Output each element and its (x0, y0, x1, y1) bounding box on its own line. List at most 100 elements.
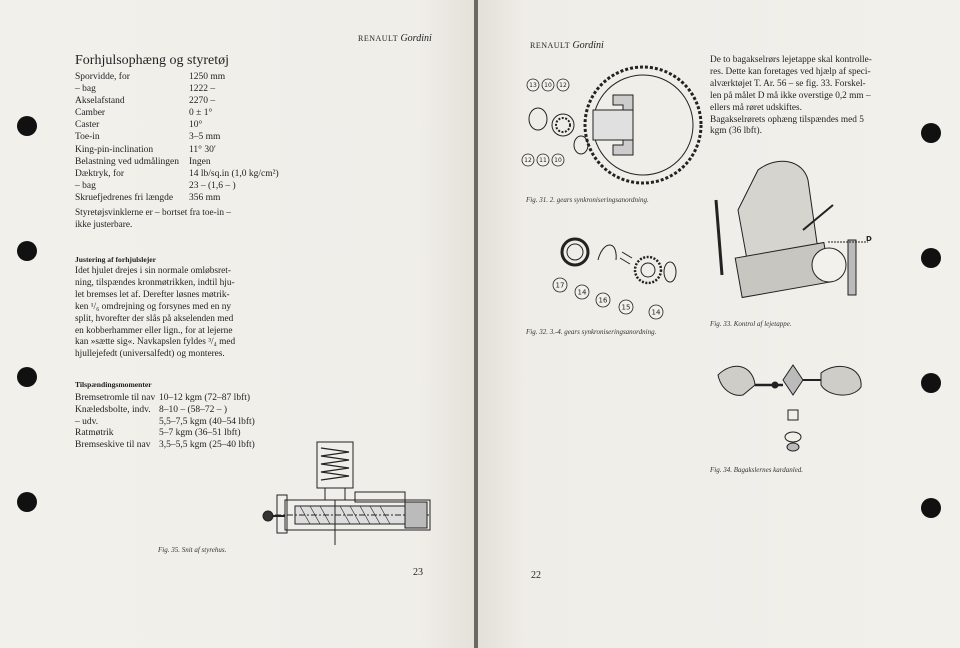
section-heading-torque: Tilspændingsmomenter (75, 380, 152, 389)
torque-value: 5,5–7,5 kgm (40–54 lbft) (159, 416, 255, 427)
binder-hole (921, 373, 941, 393)
fig32-label: 14 (652, 309, 661, 317)
bearing-check-text: De to bagakselrørs lejetappe skal kontro… (710, 55, 872, 138)
torque-label: – udv. (75, 416, 99, 427)
binder-hole (921, 123, 941, 143)
text-line: Bagakselrørets ophæng tilspændes med 5 (710, 114, 864, 125)
spec-label: Dæktryk, for (75, 168, 125, 179)
binder-hole (17, 492, 37, 512)
torque-label: Ratmøtrik (75, 428, 114, 439)
text-line: hjullejefedt (universalfedt) og monteres… (75, 349, 225, 360)
fig32-label: 14 (578, 289, 587, 297)
text-line: Idet hjulet drejes i sin normale omløbsr… (75, 266, 231, 276)
left-page: RENAULT Gordini Forhjulsophæng og styret… (0, 0, 475, 648)
running-head: RENAULT Gordini (530, 40, 604, 51)
fig31-caption: Fig. 31. 2. gears synkroniseringsanordni… (526, 196, 649, 204)
text-line: ning, tilspændes kronmøtrikken, indtil h… (75, 277, 235, 288)
fig32-synchronizer-drawing: 17 14 16 15 14 (552, 237, 677, 320)
text-line: let bremses let af. Derefter løsnes møtr… (75, 289, 230, 300)
fig33-bearing-check-drawing: D (714, 160, 872, 299)
right-page: RENAULT Gordini De to bagakselrørs lejet… (478, 0, 960, 648)
fig31-synchronizer-drawing: 13 10 12 12 11 10 (521, 65, 703, 185)
torque-label: Bremsetromle til nav (75, 393, 156, 403)
torque-value: 8–10 – (58–72 – ) (159, 404, 228, 415)
note-line: ikke justerbare. (75, 219, 133, 230)
spec-row: – bag 23 – (1,6 – ) (75, 180, 279, 192)
page-number: 22 (531, 570, 541, 581)
text-line: en kobberhammer eller lign., for at leje… (75, 325, 233, 336)
text-line: kgm (36 lbft). (710, 126, 762, 137)
fig32-label: 15 (622, 304, 631, 312)
running-head-model: Gordini (572, 40, 604, 51)
spec-label: Sporvidde, for (75, 72, 130, 82)
spec-value: 356 mm (189, 192, 221, 203)
spec-row: Dæktryk, for 14 lb/sq.in (1,0 kg/cm²) (75, 168, 279, 180)
spec-value: 2270 – (189, 96, 216, 107)
spec-label: Camber (75, 108, 106, 119)
fig32-label: 17 (556, 282, 565, 290)
binder-hole (17, 367, 37, 387)
fig34-caption: Fig. 34. Bagakslernes kardanled. (710, 466, 804, 474)
text-line: res. Dette kan foretages ved hjælp af sp… (710, 66, 871, 77)
spec-value: 10° (189, 120, 203, 131)
fig31-label: 12 (524, 157, 532, 164)
running-head: RENAULT Gordini (358, 33, 432, 44)
fig31-label: 10 (554, 157, 562, 164)
bearing-adjustment-text: Idet hjulet drejes i sin normale omløbsr… (75, 266, 235, 361)
spec-value: 0 ± 1° (189, 108, 213, 119)
text-line: len på målet D må ikke overstige 0,2 mm … (710, 90, 871, 101)
fig35-steering-box-drawing (262, 441, 431, 545)
torque-value: 10–12 kgm (72–87 lbft) (159, 393, 251, 403)
spec-label: Toe-in (75, 132, 100, 143)
fig33-label-d: D (866, 235, 872, 243)
fig31-label: 12 (559, 82, 567, 89)
running-head-model: Gordini (400, 33, 432, 44)
section-heading-bearing-adjustment: Justering af forhjulslejer (75, 255, 156, 264)
spec-row: Belastning ved udmålingen Ingen (75, 156, 279, 168)
fig31-label: 11 (539, 157, 547, 164)
spec-value: 1250 mm (189, 72, 226, 82)
torque-value: 5–7 kgm (36–51 lbft) (159, 428, 241, 439)
binder-hole (17, 241, 37, 261)
book-gutter (474, 0, 479, 648)
fig34-universal-joint-drawing (717, 364, 862, 452)
spec-row: Camber 0 ± 1° (75, 107, 279, 119)
spec-label: – bag (75, 84, 96, 95)
spec-value: Ingen (189, 156, 211, 167)
spec-value: 3–5 mm (189, 132, 221, 143)
text-line: alværktøjet T. Ar. 56 – se fig. 33. Fors… (710, 78, 866, 89)
text-line: split, hvorefter der slås på akselenden … (75, 313, 234, 324)
page-number: 23 (413, 567, 423, 578)
text-line: De to bagakselrørs lejetappe skal kontro… (710, 55, 872, 65)
fig32-caption: Fig. 32. 3.-4. gears synkroniseringsanor… (526, 328, 657, 336)
text-line: ken ¹/₆ omdrejning og forsynes med en ny (75, 301, 232, 312)
binder-hole (921, 248, 941, 268)
torque-label: Bremseskive til nav (75, 440, 151, 451)
text-line: ellers må røret udskiftes. (710, 102, 802, 113)
text-line: kan »sætte sig«. Navkapslen fyldes ³/₄ m… (75, 337, 236, 348)
spec-value: 11° 30′ (189, 144, 216, 155)
fig33-caption: Fig. 33. Kontrol af lejetappe. (710, 320, 792, 328)
torque-row: – udv. 5,5–7,5 kgm (40–54 lbft) (75, 417, 255, 429)
torque-row: Ratmøtrik 5–7 kgm (36–51 lbft) (75, 428, 255, 440)
spec-label: Belastning ved udmålingen (75, 156, 179, 167)
page-title: Forhjulsophæng og styretøj (75, 53, 230, 68)
spec-row: Sporvidde, for 1250 mm (75, 71, 279, 83)
spec-label: – bag (75, 180, 96, 191)
spec-value: 14 lb/sq.in (1,0 kg/cm²) (189, 168, 279, 179)
torque-label: Knæledsbolte, indv. (75, 404, 151, 415)
spec-label: Akselafstand (75, 96, 125, 107)
adjustment-note: Styretøjsvinklerne er – bortset fra toe-… (75, 208, 231, 232)
binder-hole (17, 116, 37, 136)
binder-hole (921, 498, 941, 518)
note-line: Styretøjsvinklerne er – bortset fra toe-… (75, 208, 231, 218)
spec-value: 23 – (1,6 – ) (189, 180, 236, 191)
fig31-label: 10 (544, 82, 552, 89)
